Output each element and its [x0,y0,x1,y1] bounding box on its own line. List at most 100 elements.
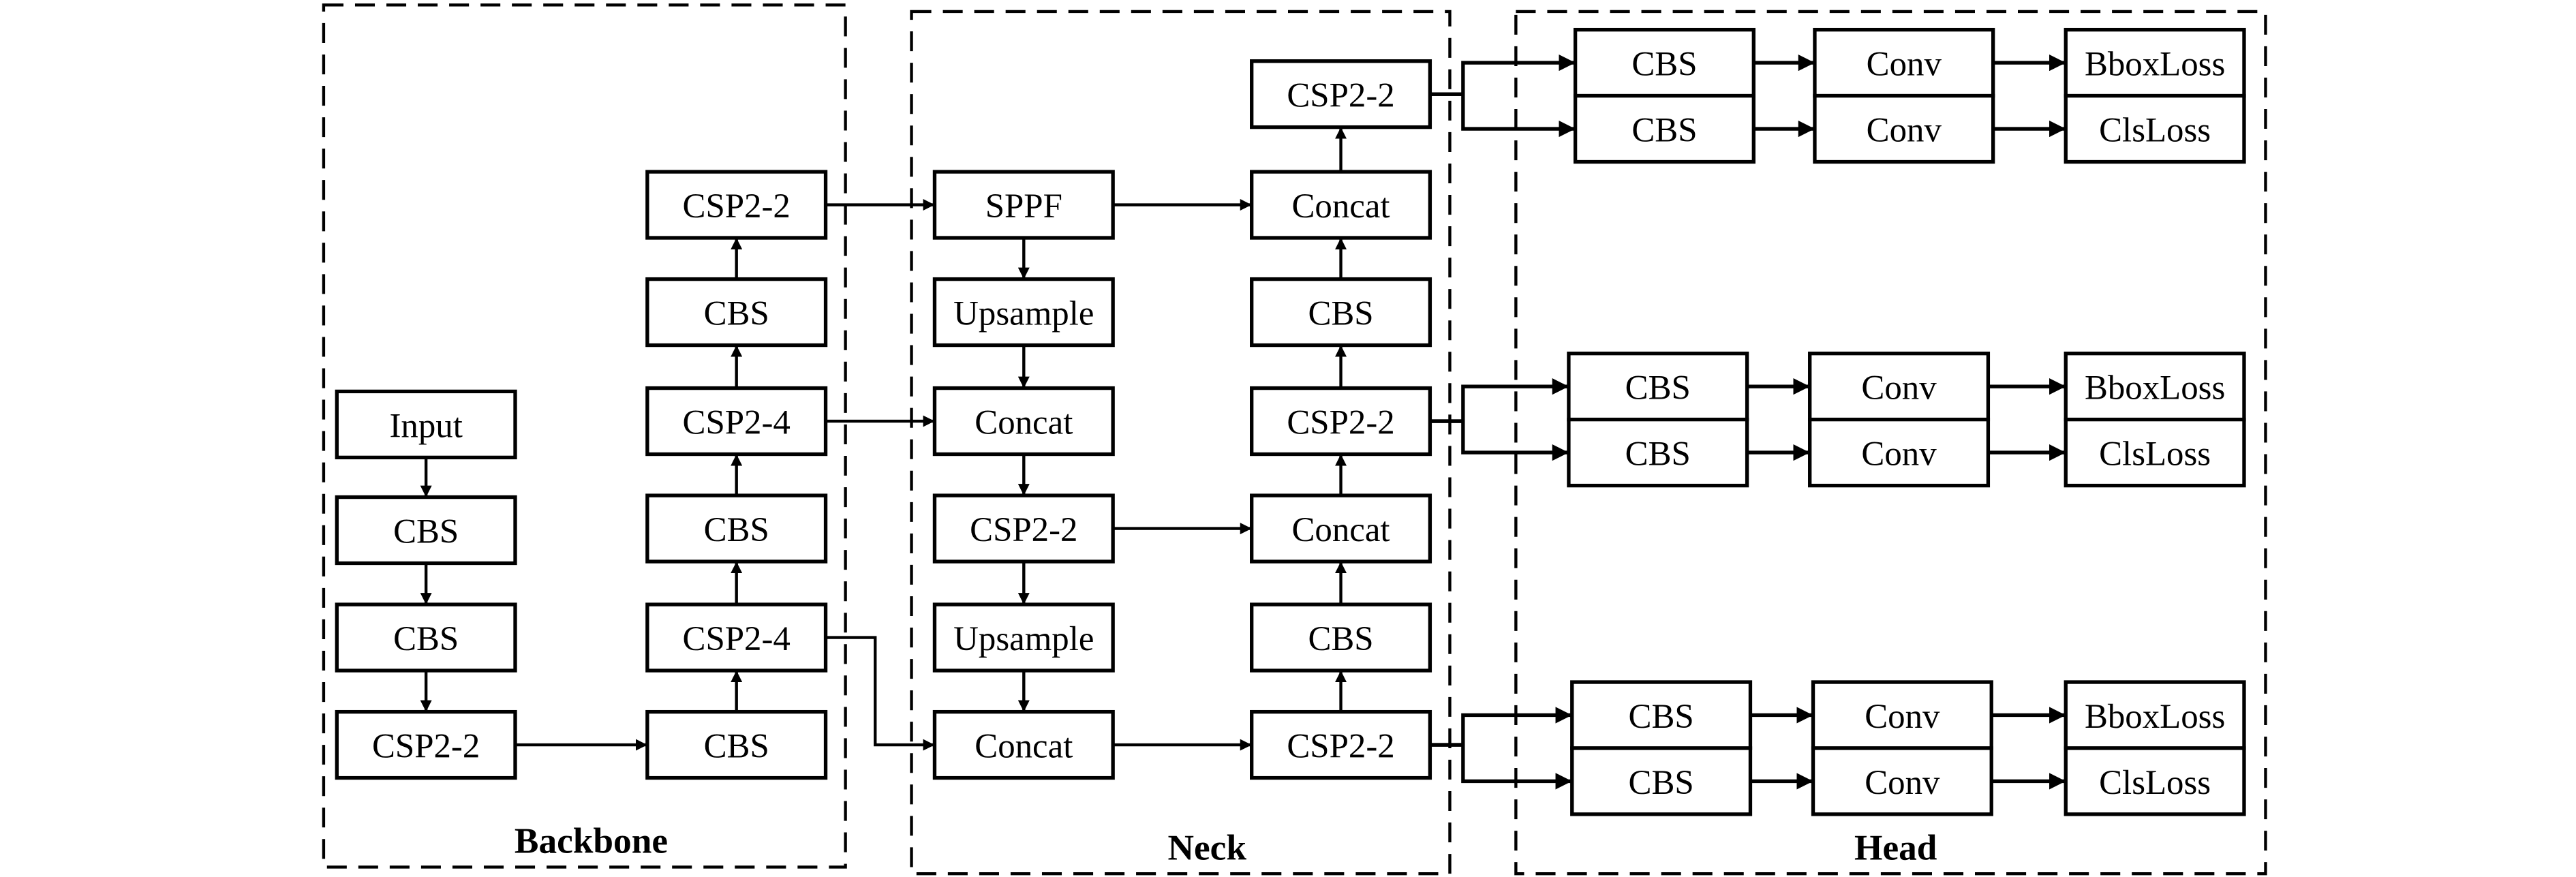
backbone-label: Backbone [515,820,668,861]
node-box [1567,352,1749,422]
node-label: CSP2-2 [970,511,1077,549]
node-box [645,709,828,780]
node-box [645,602,828,673]
node-h1-cls: ClsLoss [2064,93,2246,164]
node-box [645,277,828,348]
node-box [1250,59,1432,129]
node-h3-cbs-a: CBS [1570,680,1753,750]
node-label: CBS [1625,435,1691,474]
node-n-concat3: Concat [1250,493,1432,564]
node-label: Concat [975,728,1073,766]
node-h1-conv-a: Conv [1813,27,1995,98]
node-n-cbs1: CBS [1250,602,1432,673]
node-h2-cbs-a: CBS [1567,352,1749,422]
node-label: BboxLoss [2085,46,2225,84]
node-box [1573,93,1755,164]
node-b-cbs5: CBS [645,277,828,348]
head-boundary [1514,10,2267,876]
edge-n-csp22-4-to-h1-cbs-b [1430,92,1576,138]
node-h3-cbs-b: CBS [1570,746,1753,816]
node-box [2064,680,2246,750]
node-label: Input [389,407,462,445]
section-neck: Neck [910,10,1452,876]
node-b-csp24-2: CSP2-4 [645,602,828,673]
node-label: BboxLoss [2085,698,2225,736]
node-label: Concat [975,403,1073,442]
node-box [1808,417,1991,488]
edge-n-csp22-2-to-h3-cbs-a [1430,707,1572,747]
node-box [1250,602,1432,673]
node-label: ClsLoss [2099,435,2211,474]
node-label: CBS [1308,295,1373,333]
section-backbone: Backbone [322,3,847,869]
node-n-csp22-3: CSP2-2 [1250,386,1432,457]
edge-n-csp22-3-to-h2-cbs-b [1430,419,1569,461]
node-h1-bbox: BboxLoss [2064,27,2246,98]
node-h3-conv-a: Conv [1811,680,1993,750]
node-label: CBS [1631,46,1697,84]
node-label: Conv [1867,111,1942,149]
node-h2-cls: ClsLoss [2064,417,2246,488]
node-label: CBS [1625,369,1691,407]
node-box [1250,493,1432,564]
node-label: ClsLoss [2099,111,2211,149]
node-n-up1: Upsample [932,277,1115,348]
node-n-csp22-2: CSP2-2 [1250,709,1432,780]
node-h1-cbs-a: CBS [1573,27,1755,98]
node-b-cbs3: CBS [645,709,828,780]
head-label: Head [1854,827,1937,867]
node-label: BboxLoss [2085,369,2225,407]
node-label: CBS [1631,111,1697,149]
node-h2-bbox: BboxLoss [2064,352,2246,422]
node-label: CBS [1629,698,1694,736]
node-n-cbs2: CBS [1250,277,1432,348]
node-n-concat1: Concat [932,386,1115,457]
node-b-cbs2: CBS [335,602,517,673]
node-h3-cls: ClsLoss [2064,746,2246,816]
node-box [1567,417,1749,488]
node-box [1250,709,1432,780]
node-box [1813,93,1995,164]
node-box [335,602,517,673]
node-box [932,170,1115,240]
node-box [1570,680,1753,750]
node-label: CBS [1629,764,1694,802]
node-label: Upsample [953,295,1094,333]
node-label: CBS [393,620,459,658]
node-h3-conv-b: Conv [1811,746,1993,816]
node-label: CSP2-4 [683,403,791,442]
node-label: CSP2-2 [1287,403,1394,442]
node-label: Conv [1861,435,1937,474]
node-box [1250,386,1432,457]
node-h2-conv-b: Conv [1808,417,1991,488]
node-box [335,389,517,460]
node-box [335,709,517,780]
node-box [932,386,1115,457]
node-label: CBS [1308,620,1373,658]
node-h1-conv-b: Conv [1813,93,1995,164]
node-h2-conv-a: Conv [1808,352,1991,422]
node-box [932,709,1115,780]
node-box [932,277,1115,348]
node-label: ClsLoss [2099,764,2211,802]
node-b-csp22-1: CSP2-2 [335,709,517,780]
node-box [932,493,1115,564]
node-box [932,602,1115,673]
node-box [645,386,828,457]
node-box [1811,746,1993,816]
node-b-csp22-2: CSP2-2 [645,170,828,240]
node-n-csp22-1: CSP2-2 [932,493,1115,564]
node-n-up2: Upsample [932,602,1115,673]
node-n-concat4: Concat [1250,170,1432,240]
node-b-csp24-1: CSP2-4 [645,386,828,457]
neck-label: Neck [1168,827,1247,867]
node-box [1570,746,1753,816]
node-label: Concat [1291,187,1390,226]
edge-b-csp24-2-to-n-concat2 [825,636,935,751]
node-b-cbs4: CBS [645,493,828,564]
node-box [2064,417,2246,488]
node-box [1808,352,1991,422]
node-box [335,495,517,566]
node-label: Upsample [953,620,1094,658]
node-box [645,493,828,564]
